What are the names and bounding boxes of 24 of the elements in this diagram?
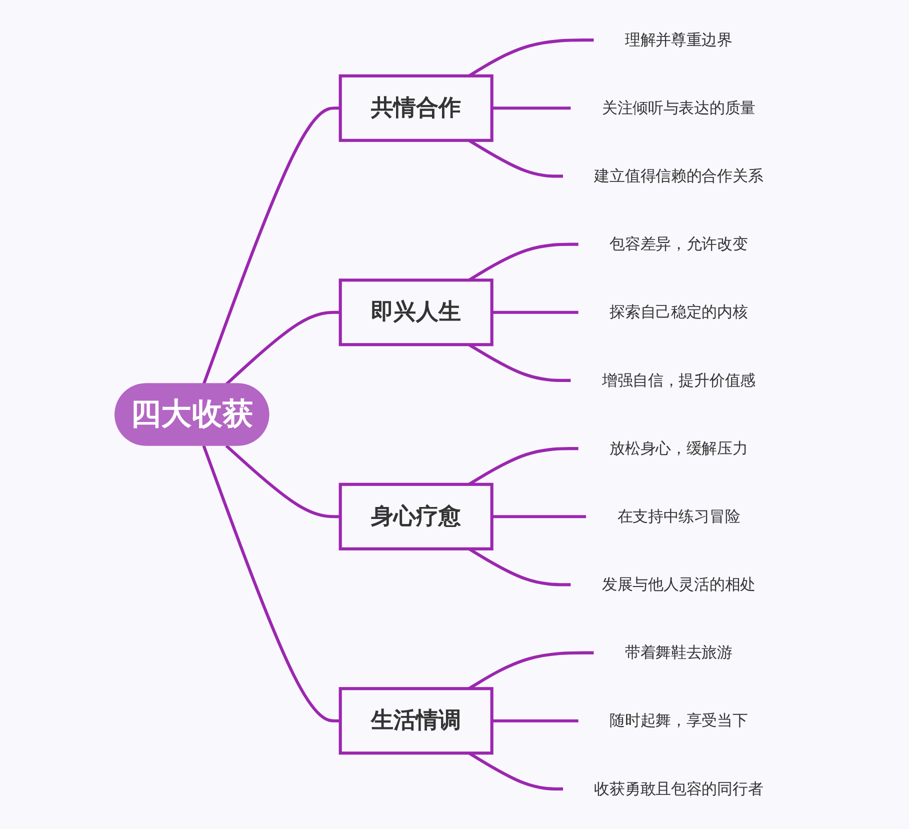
connector xyxy=(492,515,587,518)
node-text: 在支持中练习冒险 xyxy=(617,507,740,526)
node-text: 收获勇敢且包容的同行者 xyxy=(594,779,764,798)
node-text: 包容差异，允许改变 xyxy=(610,234,748,254)
node-box: 生活情调 xyxy=(338,687,494,755)
node-box: 即兴人生 xyxy=(338,278,494,346)
node-box: 身心疗愈 xyxy=(338,482,494,550)
node-text: 建立值得信赖的合作关系 xyxy=(594,166,764,186)
node-text: 增强自信，提升价值感 xyxy=(602,370,756,390)
node-text: 随时起舞，享受当下 xyxy=(610,711,748,730)
connector xyxy=(492,106,572,110)
node-text: 放松身心，缓解压力 xyxy=(610,439,748,458)
node-box: 共情合作 xyxy=(338,74,494,142)
node-text: 探索自己稳定的内核 xyxy=(610,302,748,322)
connector xyxy=(202,106,340,385)
node-text: 带着舞鞋去旅游 xyxy=(624,643,732,662)
node-text: 发展与他人灵活的相处 xyxy=(602,575,756,594)
node-text: 关注倾听与表达的质量 xyxy=(602,98,756,118)
connector xyxy=(225,310,340,386)
node-text: 理解并尊重边界 xyxy=(624,30,732,50)
connector xyxy=(202,445,340,722)
connector xyxy=(225,444,340,518)
connector xyxy=(492,719,579,722)
connector xyxy=(492,310,579,314)
